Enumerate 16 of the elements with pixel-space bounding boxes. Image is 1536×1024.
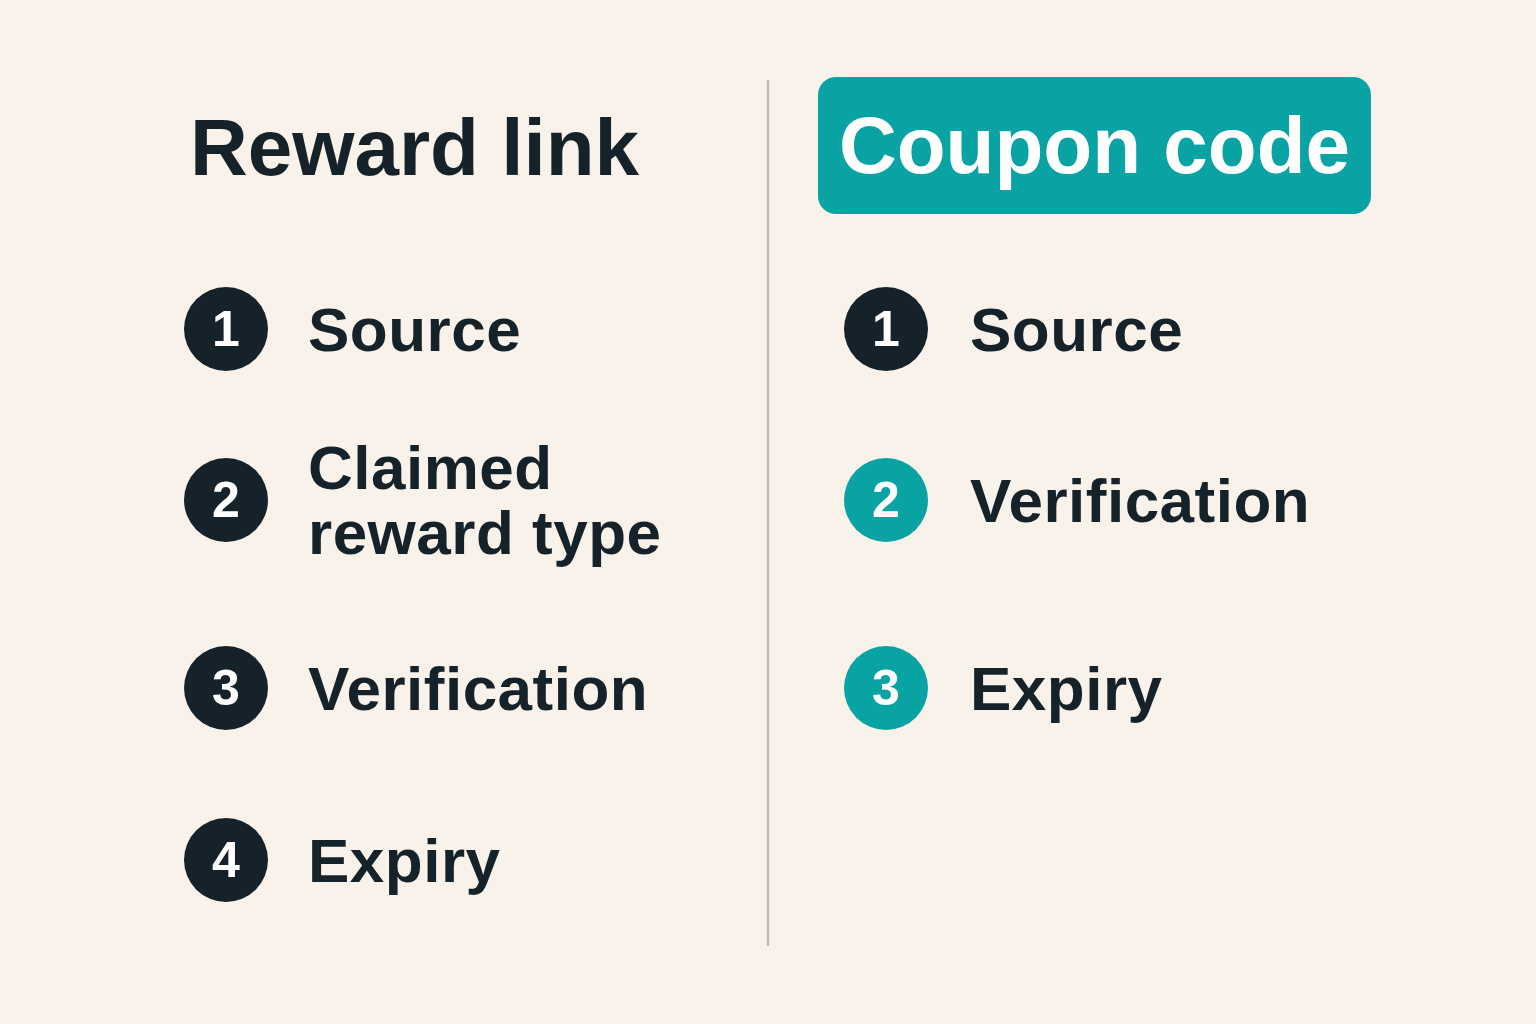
step-label: Source (308, 297, 522, 363)
column-heading: Reward link (190, 108, 640, 188)
step-label: Verification (970, 468, 1311, 534)
step-label: Expiry (970, 656, 1163, 722)
step-label: Verification (308, 656, 649, 722)
step-label: Claimed reward type (308, 435, 663, 566)
heading-banner: Coupon code (818, 77, 1371, 214)
step-number: 2 (184, 458, 268, 542)
step-label: Source (970, 297, 1184, 363)
step-number: 1 (844, 287, 928, 371)
step-number: 4 (184, 818, 268, 902)
step-number: 3 (844, 646, 928, 730)
step-number: 1 (184, 287, 268, 371)
step-number: 2 (844, 458, 928, 542)
step-number: 3 (184, 646, 268, 730)
step-label: Expiry (308, 828, 501, 894)
